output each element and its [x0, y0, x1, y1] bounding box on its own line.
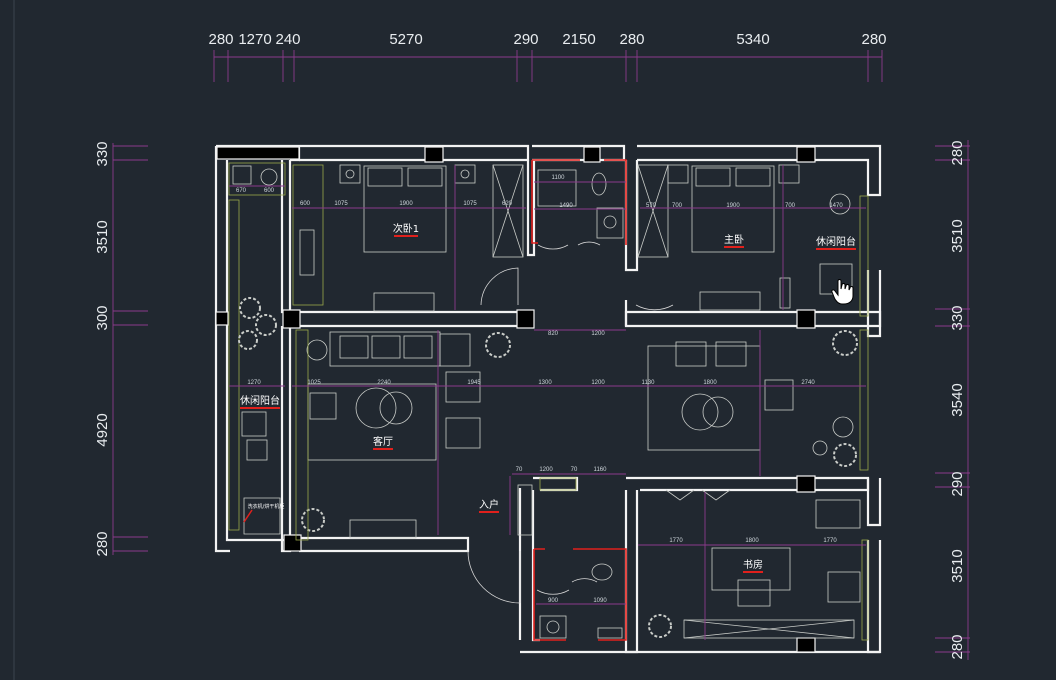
- right-dim-4: 290: [949, 471, 966, 496]
- top-dim-4: 290: [513, 31, 538, 48]
- top-dim-6: 280: [619, 31, 644, 48]
- left-dim-3: 4920: [94, 413, 111, 446]
- room-label-balcony-left: 休闲阳台: [240, 394, 280, 407]
- dim-label: 1100: [552, 175, 566, 181]
- room-labels: 次卧1 主卧 休闲阳台 休闲阳台 客厅 入户 书房 洗衣机/烘干机柜: [240, 222, 856, 573]
- room-label-living: 客厅: [373, 435, 393, 448]
- furniture: [228, 162, 869, 641]
- dim-label: 900: [548, 598, 559, 604]
- right-dim-6: 280: [949, 634, 966, 659]
- dim-label: 600: [300, 201, 311, 207]
- bathroom-highlights: [531, 159, 627, 641]
- dim-label: 1800: [703, 380, 717, 386]
- dim-label: 2740: [801, 380, 815, 386]
- dim-label: 1490: [559, 203, 573, 209]
- room-label-entry: 入户: [479, 498, 499, 511]
- dim-label: 1800: [745, 538, 759, 544]
- top-dim-2: 240: [275, 31, 300, 48]
- room-label-bedroom2: 次卧1: [393, 222, 419, 235]
- dim-label: 1200: [539, 467, 553, 473]
- left-dim-2: 300: [94, 305, 111, 330]
- dim-label: 1200: [591, 331, 605, 337]
- top-dim-0: 280: [208, 31, 233, 48]
- dim-label: 70: [571, 467, 578, 473]
- left-dim-1: 3510: [94, 220, 111, 253]
- inner-dimension-labels: 670 600 600 1075 1900 1075 620 1100 1490…: [236, 175, 843, 604]
- dim-label: 1945: [467, 380, 481, 386]
- dim-label: 600: [264, 188, 275, 194]
- room-label-master: 主卧: [724, 233, 744, 246]
- right-dim-0: 280: [949, 140, 966, 165]
- room-label-balcony-right: 休闲阳台: [816, 235, 856, 248]
- right-dim-2: 330: [949, 305, 966, 330]
- inner-dimension-lines: [229, 165, 866, 640]
- left-dimension-chain: 330 3510 300 4920 280: [94, 141, 148, 557]
- top-dim-1: 1270: [238, 31, 271, 48]
- dim-label: 70: [516, 467, 523, 473]
- dim-label: 1300: [538, 380, 552, 386]
- dim-label: 700: [672, 203, 683, 209]
- right-dimension-chain: 280 3510 330 3540 290 3510 280: [935, 140, 970, 660]
- left-dim-4: 280: [94, 531, 111, 556]
- dim-label: 700: [785, 203, 796, 209]
- dim-label: 1130: [642, 380, 656, 386]
- right-dim-5: 3510: [949, 549, 966, 582]
- dim-label: 1075: [463, 201, 477, 207]
- dim-label: 1075: [334, 201, 348, 207]
- dim-label: 1770: [669, 538, 683, 544]
- note-laundry: 洗衣机/烘干机柜: [248, 503, 285, 510]
- right-dim-1: 3510: [949, 219, 966, 252]
- hand-cursor-icon: [831, 279, 854, 305]
- dim-label: 1270: [247, 380, 261, 386]
- dim-label: 620: [502, 201, 513, 207]
- dim-label: 2240: [377, 380, 391, 386]
- room-label-study: 书房: [743, 558, 763, 571]
- dim-label: 820: [548, 331, 559, 337]
- top-dimension-chain: 280 1270 240 5270 290 2150 280 5340 280: [208, 31, 887, 82]
- dim-label: 1470: [829, 203, 843, 209]
- dim-label: 1770: [823, 538, 837, 544]
- top-dim-5: 2150: [562, 31, 595, 48]
- left-dim-0: 330: [94, 141, 111, 166]
- dim-label: 1025: [307, 380, 321, 386]
- dim-label: 1200: [591, 380, 605, 386]
- dim-label: 670: [236, 188, 247, 194]
- dim-label: 1090: [593, 598, 607, 604]
- door-swings: [467, 241, 674, 604]
- walls: [214, 144, 882, 654]
- top-dim-3: 5270: [389, 31, 422, 48]
- right-dim-3: 3540: [949, 383, 966, 416]
- dim-label: 570: [646, 203, 657, 209]
- structural-columns: [215, 146, 816, 653]
- top-dim-7: 5340: [736, 31, 769, 48]
- dim-label: 1160: [594, 467, 608, 473]
- dim-label: 1900: [399, 201, 413, 207]
- top-dim-8: 280: [861, 31, 886, 48]
- dim-label: 1900: [726, 203, 740, 209]
